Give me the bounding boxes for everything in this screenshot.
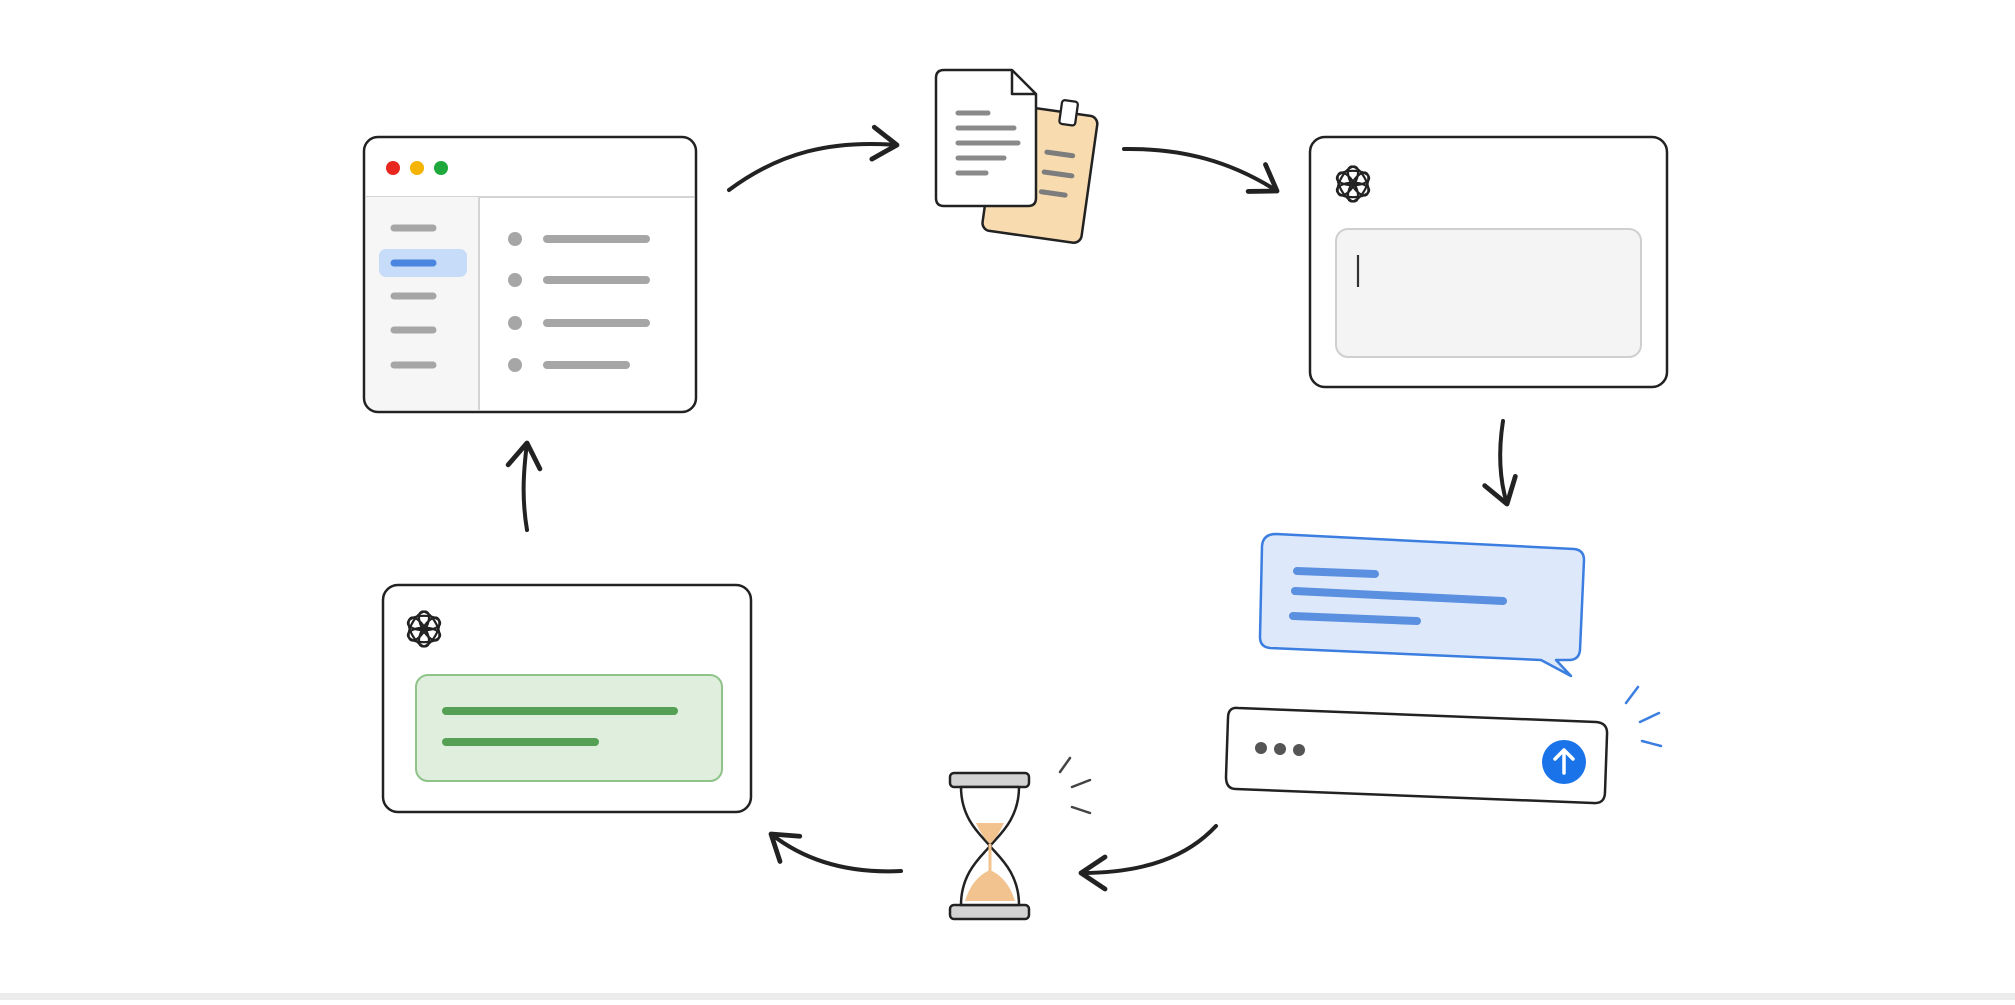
hourglass-icon bbox=[948, 756, 1092, 921]
document-page bbox=[934, 68, 1038, 208]
window-maximize-dot bbox=[434, 161, 448, 175]
bottom-rule bbox=[0, 993, 2015, 1000]
response-message-box bbox=[415, 674, 723, 782]
send-bar bbox=[1224, 685, 1663, 805]
copied-documents-icon bbox=[934, 68, 1099, 244]
flow-arrows bbox=[505, 124, 1518, 892]
content-list bbox=[508, 232, 650, 372]
arrow-hourglass-to-response bbox=[768, 831, 903, 874]
sidebar-items bbox=[379, 224, 467, 369]
assistant-response-window bbox=[381, 583, 753, 814]
openai-knot-logo-icon bbox=[406, 610, 442, 648]
list-bullet bbox=[508, 273, 522, 287]
bottom-sand bbox=[965, 870, 1015, 901]
arrow-documents-to-assistant bbox=[1122, 146, 1280, 194]
arrow-app-to-documents bbox=[727, 124, 900, 192]
motion-lines bbox=[1058, 756, 1092, 815]
bubble-text-line bbox=[1291, 587, 1507, 605]
list-bullet bbox=[508, 358, 522, 372]
ellipsis-icon bbox=[1255, 742, 1305, 756]
send-burst-lines bbox=[1624, 685, 1663, 748]
arrow-assistant-to-bubble bbox=[1482, 419, 1518, 507]
top-sand bbox=[976, 823, 1004, 844]
list-bullet bbox=[508, 232, 522, 246]
openai-knot-logo-icon bbox=[1335, 165, 1371, 203]
arrow-up-icon bbox=[1553, 748, 1575, 775]
window-minimize-dot bbox=[410, 161, 424, 175]
send-button[interactable] bbox=[1542, 740, 1586, 784]
assistant-compose-window bbox=[1308, 135, 1669, 389]
window-close-dot bbox=[386, 161, 400, 175]
arrow-response-to-app bbox=[505, 440, 543, 532]
arrow-sendbar-to-hourglass bbox=[1078, 824, 1218, 892]
source-app-window bbox=[362, 135, 698, 414]
prompt-input-box[interactable] bbox=[1335, 228, 1642, 358]
list-bullet bbox=[508, 316, 522, 330]
bubble-text-line bbox=[1289, 612, 1421, 625]
prompt-bubble bbox=[1258, 532, 1586, 678]
bubble-text-line bbox=[1293, 567, 1379, 578]
